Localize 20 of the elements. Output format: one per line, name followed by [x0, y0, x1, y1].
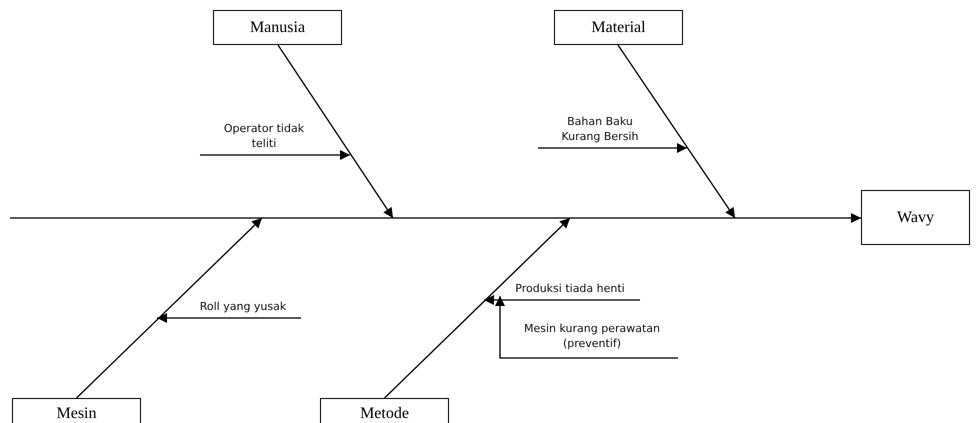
arrow [76, 218, 262, 398]
arrow [277, 44, 394, 218]
arrow [157, 313, 301, 323]
category-box: Metode [320, 398, 449, 423]
cause-label: Mesin kurang perawatan (preventif) [522, 321, 661, 351]
cause-label: Bahan Baku Kurang Bersih [560, 114, 640, 144]
arrow [495, 296, 678, 359]
category-box: Manusia [213, 10, 342, 45]
cause-label: Operator tidak teliti [222, 121, 306, 151]
arrow [384, 218, 570, 398]
category-box: Material [554, 10, 683, 45]
arrow [10, 213, 861, 223]
cause-label: Roll yang yusak [200, 299, 286, 314]
cause-label: Produksi tiada henti [515, 281, 625, 296]
arrow [617, 44, 736, 218]
arrow [200, 150, 350, 160]
arrow [538, 143, 687, 153]
category-box: Mesin [12, 398, 141, 423]
arrow [484, 295, 640, 305]
category-box: Wavy [861, 190, 970, 245]
